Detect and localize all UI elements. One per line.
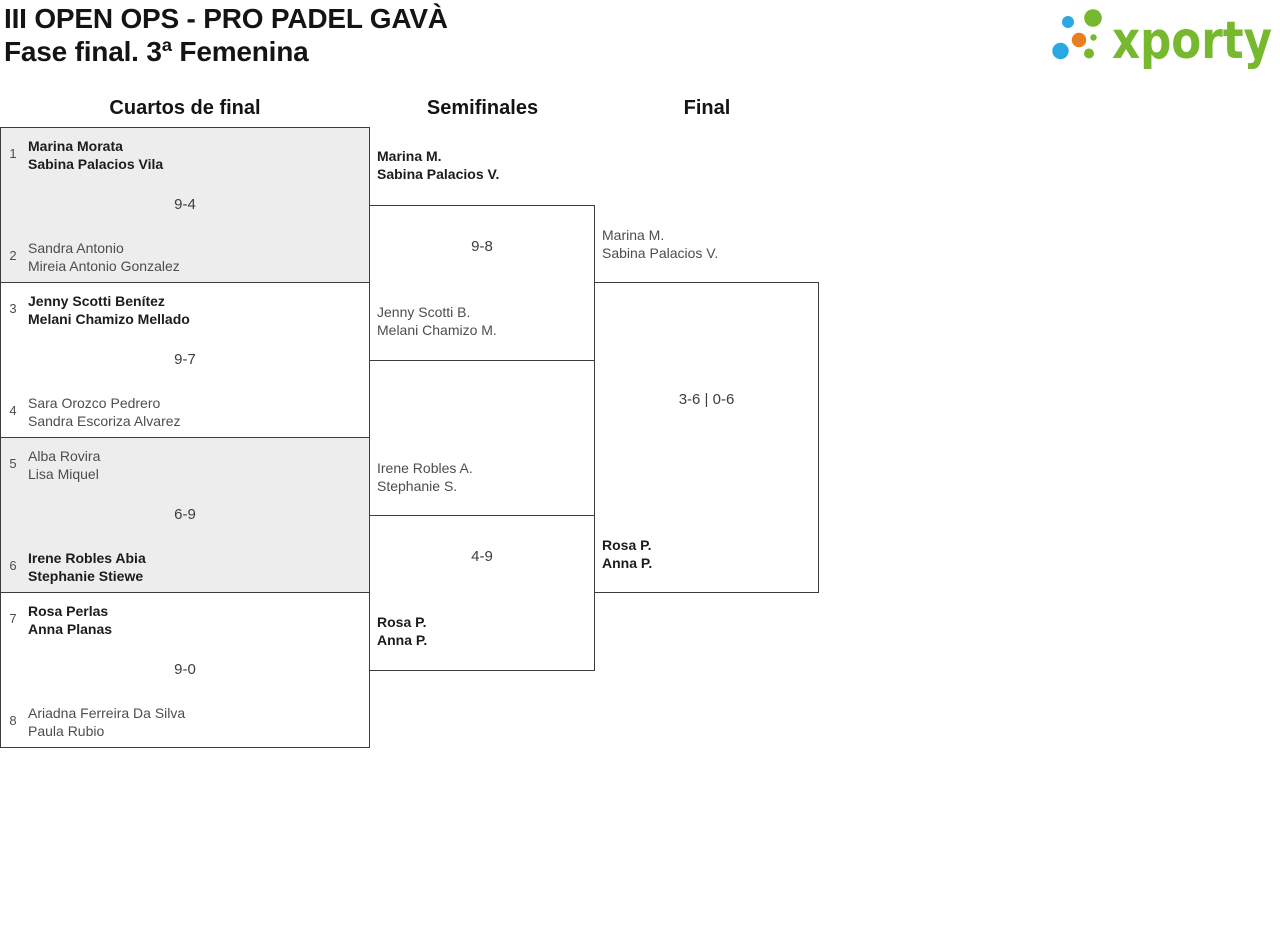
player-name: Marina M.	[602, 227, 665, 243]
qf-match-1: 1 Marina Morata Sabina Palacios Vila 9-4…	[0, 127, 370, 283]
final-bottom-team: Rosa P. Anna P.	[602, 536, 652, 572]
player-name: Irene Robles A.	[377, 460, 473, 476]
round-header-semifinals: Semifinales	[426, 97, 539, 119]
qf4-top-team: Rosa Perlas Anna Planas	[28, 602, 112, 638]
qf-match-4: 7 Rosa Perlas Anna Planas 9-0 8 Ariadna …	[0, 592, 370, 748]
player-name: Sabina Palacios V.	[602, 245, 719, 261]
player-name: Paula Rubio	[28, 723, 105, 739]
qf3-top-team: Alba Rovira Lisa Miquel	[28, 447, 100, 483]
seed-number: 4	[9, 403, 17, 418]
player-name: Rosa P.	[377, 614, 427, 630]
player-name: Melani Chamizo M.	[377, 322, 497, 338]
tournament-title: III OPEN OPS - PRO PADEL GAVÀ	[4, 3, 448, 34]
seed-number: 5	[9, 456, 17, 471]
player-name: Ariadna Ferreira Da Silva	[28, 705, 186, 721]
match-score: 9-0	[174, 661, 196, 678]
final-top-team: Marina M. Sabina Palacios V.	[602, 226, 718, 262]
qf3-bottom-team: Irene Robles Abia Stephanie Stiewe	[28, 549, 146, 585]
logo-dot-green-large	[1084, 9, 1102, 27]
logo-dot-green-small	[1084, 48, 1094, 59]
sf2-top-team: Irene Robles A. Stephanie S.	[377, 459, 473, 495]
seed-number: 1	[9, 146, 17, 161]
match-score: 9-4	[174, 196, 196, 213]
qf1-bottom-team: Sandra Antonio Mireia Antonio Gonzalez	[28, 239, 180, 275]
sf1-bottom-team: Jenny Scotti B. Melani Chamizo M.	[377, 303, 497, 339]
player-name: Alba Rovira	[28, 448, 101, 464]
seed-number: 2	[9, 248, 17, 263]
player-name: Sabina Palacios Vila	[28, 156, 164, 172]
player-name: Mireia Antonio Gonzalez	[28, 258, 180, 274]
player-name: Stephanie S.	[377, 478, 458, 494]
qf-match-2: 3 Jenny Scotti Benítez Melani Chamizo Me…	[0, 282, 370, 438]
player-name: Stephanie Stiewe	[28, 568, 144, 584]
player-name: Sandra Escoriza Alvarez	[28, 413, 181, 429]
qf2-top-team: Jenny Scotti Benítez Melani Chamizo Mell…	[28, 292, 190, 328]
logo-dot-orange	[1071, 32, 1087, 48]
player-name: Jenny Scotti Benítez	[28, 293, 165, 309]
logo-dot-blue-small	[1062, 16, 1074, 28]
logo-wordmark: xporty	[1112, 11, 1272, 71]
round-header-quarterfinals: Cuartos de final	[109, 97, 261, 119]
final-match-box	[594, 282, 819, 593]
qf1-top-team: Marina Morata Sabina Palacios Vila	[28, 137, 163, 173]
match-score: 9-7	[174, 351, 196, 368]
tournament-subtitle: Fase final. 3ª Femenina	[4, 36, 309, 67]
qf-match-3: 5 Alba Rovira Lisa Miquel 6-9 6 Irene Ro…	[0, 437, 370, 593]
sf-match-2-box	[369, 515, 595, 671]
player-name: Sara Orozco Pedrero	[28, 395, 161, 411]
xporty-logo[interactable]: xporty	[1046, 0, 1276, 75]
player-name: Marina M.	[377, 148, 442, 164]
player-name: Rosa Perlas	[28, 603, 109, 619]
player-name: Sabina Palacios V.	[377, 166, 500, 182]
player-name: Anna Planas	[28, 621, 113, 637]
player-name: Rosa P.	[602, 537, 652, 553]
match-score: 4-9	[471, 548, 493, 565]
player-name: Anna P.	[377, 632, 428, 648]
match-score: 3-6 | 0-6	[678, 391, 735, 408]
player-name: Sandra Antonio	[28, 240, 124, 256]
logo-dot-blue-large	[1052, 42, 1069, 60]
seed-number: 8	[9, 713, 17, 728]
seed-number: 6	[9, 558, 17, 573]
qf4-bottom-team: Ariadna Ferreira Da Silva Paula Rubio	[28, 704, 185, 740]
player-name: Anna P.	[602, 555, 653, 571]
player-name: Jenny Scotti B.	[377, 304, 471, 320]
match-score: 6-9	[174, 506, 196, 523]
qf2-bottom-team: Sara Orozco Pedrero Sandra Escoriza Alva…	[28, 394, 181, 430]
seed-number: 3	[9, 301, 17, 316]
player-name: Melani Chamizo Mellado	[28, 311, 190, 327]
player-name: Irene Robles Abia	[28, 550, 146, 566]
player-name: Marina Morata	[28, 138, 123, 154]
seed-number: 7	[9, 611, 17, 626]
round-header-final: Final	[683, 97, 731, 119]
player-name: Lisa Miquel	[28, 466, 99, 482]
logo-dot-green-tiny	[1090, 34, 1097, 41]
match-score: 9-8	[471, 238, 493, 255]
sf2-bottom-team: Rosa P. Anna P.	[377, 613, 427, 649]
sf1-top-team: Marina M. Sabina Palacios V.	[377, 147, 499, 183]
